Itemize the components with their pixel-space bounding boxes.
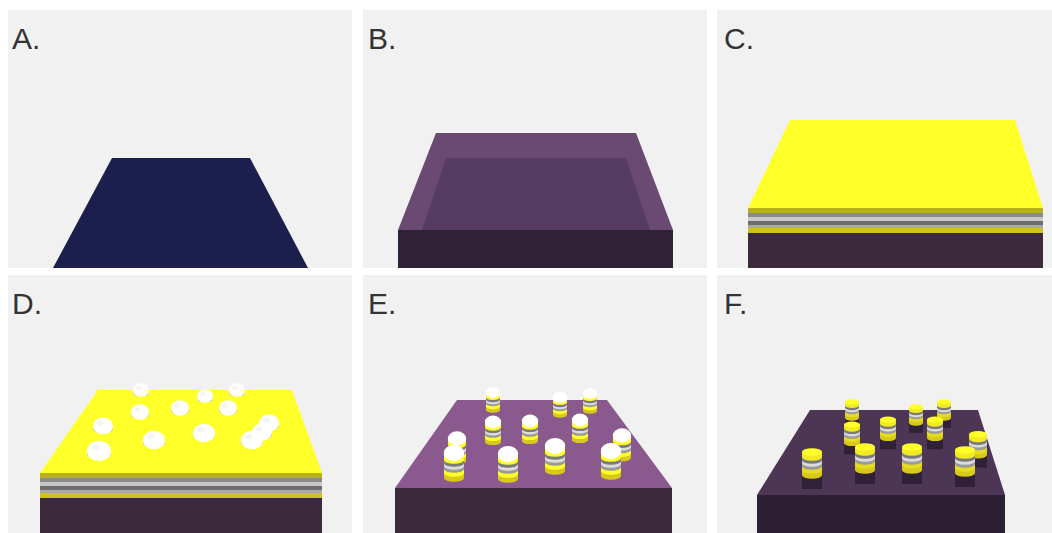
transparent-slab <box>398 133 673 268</box>
multilayer-stack <box>748 120 1043 268</box>
transparent-slab <box>757 410 1005 533</box>
mask-particles <box>87 383 279 461</box>
panel-background <box>8 10 352 268</box>
pillars <box>802 399 987 489</box>
panel-background <box>363 10 707 268</box>
multilayer-stack <box>40 390 322 533</box>
panel-label: E. <box>368 289 396 319</box>
substrate-plane <box>53 158 308 268</box>
panel-background <box>717 10 1052 268</box>
panel-background <box>717 275 1052 533</box>
substrate-slab <box>395 400 672 533</box>
panel-label: A. <box>12 24 40 54</box>
panel-background <box>363 275 707 533</box>
panel-label: D. <box>12 289 42 319</box>
panel-background <box>8 275 352 533</box>
panel-label: C. <box>724 24 754 54</box>
capped-pillars <box>444 387 631 483</box>
panel-label: B. <box>368 24 396 54</box>
panel-label: F. <box>724 289 747 319</box>
